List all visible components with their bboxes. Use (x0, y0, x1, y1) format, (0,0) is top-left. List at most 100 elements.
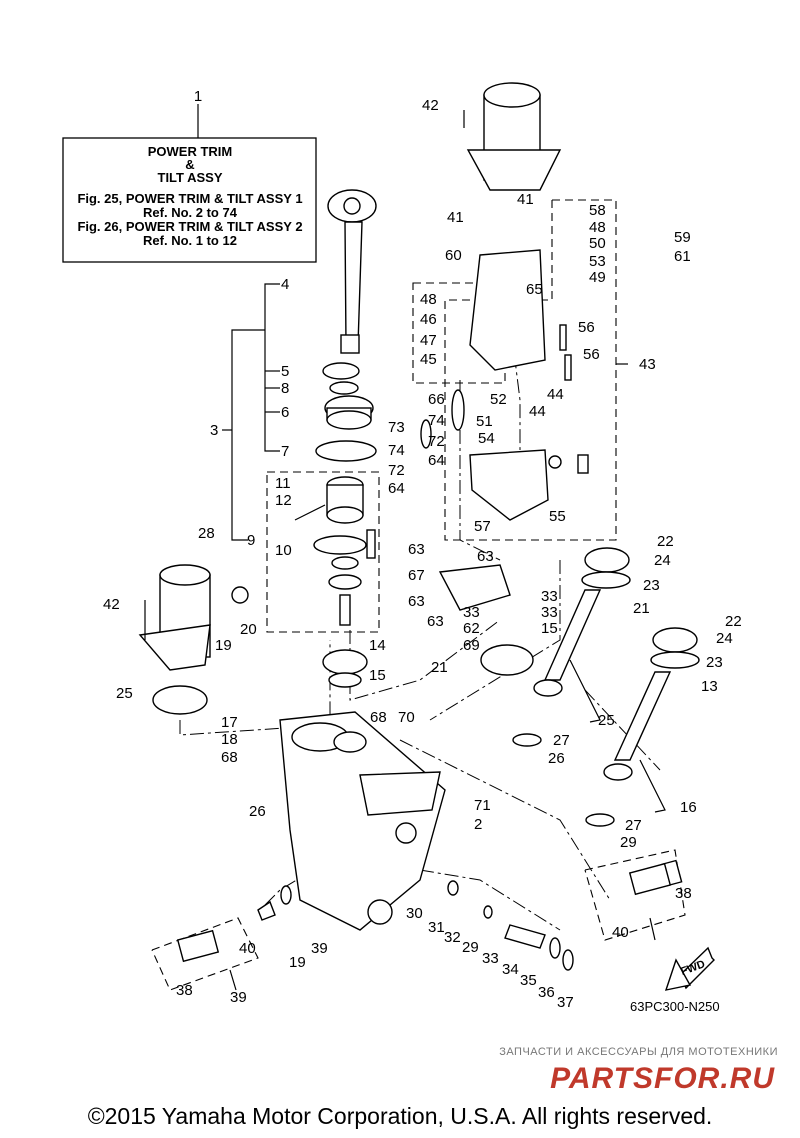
callout: 61 (674, 248, 691, 265)
part-piston-assy (294, 476, 376, 626)
diagram-code: 63PC300-N250 (630, 999, 720, 1014)
callout: 68 (221, 749, 238, 766)
callout: 48 (420, 291, 437, 308)
callout: 26 (249, 803, 266, 820)
callout: 21 (431, 659, 448, 676)
callout: 19 (215, 637, 232, 654)
callout: 32 (444, 929, 461, 946)
callout: 22 (657, 533, 674, 550)
callout: 24 (716, 630, 733, 647)
callout: 6 (281, 404, 289, 421)
callout: 46 (420, 311, 437, 328)
callout: 25 (116, 685, 133, 702)
callout: 35 (520, 972, 537, 989)
part-motor (463, 82, 562, 191)
callout: 16 (680, 799, 697, 816)
part-trim-cylinders (512, 547, 700, 827)
callout: 34 (502, 961, 519, 978)
callout: 3 (210, 422, 218, 439)
callout: 12 (275, 492, 292, 509)
callout: 66 (428, 391, 445, 408)
callout: 53 (589, 253, 606, 270)
callout: 65 (526, 281, 543, 298)
callout: 72 (428, 433, 445, 450)
title-line5: Ref. No. 2 to 74 (143, 205, 238, 220)
callout: 55 (549, 508, 566, 525)
callout: 18 (221, 731, 238, 748)
callout: 4 (281, 276, 289, 293)
title-line1: POWER TRIM (148, 144, 233, 159)
callout: 10 (275, 542, 292, 559)
callout: 14 (369, 637, 386, 654)
title-line3: TILT ASSY (158, 170, 223, 185)
callout: 15 (541, 620, 558, 637)
callout: 20 (240, 621, 257, 638)
callout: 2 (474, 816, 482, 833)
callout: 37 (557, 994, 574, 1011)
callout: 36 (538, 984, 555, 1001)
callout: 63 (477, 548, 494, 565)
title-line4: Fig. 25, POWER TRIM & TILT ASSY 1 (77, 191, 302, 206)
bracket-lines (222, 283, 666, 991)
callout: 42 (103, 596, 120, 613)
callout: 9 (247, 532, 255, 549)
callout: 27 (625, 817, 642, 834)
callout: 33 (541, 604, 558, 621)
callout: 56 (583, 346, 600, 363)
callout: 62 (463, 620, 480, 637)
part-main-housing (279, 649, 446, 931)
callout: 39 (311, 940, 328, 957)
callout: 74 (388, 442, 405, 459)
callout: 11 (275, 475, 291, 492)
callout: 39 (230, 989, 247, 1006)
callout: 63 (408, 541, 425, 558)
title-line7: Ref. No. 1 to 12 (143, 233, 237, 248)
callout: 7 (281, 443, 289, 460)
callout: 38 (675, 885, 692, 902)
callout: 29 (462, 939, 479, 956)
callout: 5 (281, 363, 289, 380)
callout: 15 (369, 667, 386, 684)
callout: 64 (428, 452, 445, 469)
callout: 28 (198, 525, 215, 542)
title-line6: Fig. 26, POWER TRIM & TILT ASSY 2 (77, 219, 302, 234)
callout: 23 (706, 654, 723, 671)
part-valves (176, 859, 683, 971)
part-tilt-rod (327, 189, 377, 354)
callout: 67 (408, 567, 425, 584)
callout: 45 (420, 351, 437, 368)
callout: 48 (589, 219, 606, 236)
callout: 33 (541, 588, 558, 605)
callout: 70 (398, 709, 415, 726)
callout: 63 (408, 593, 425, 610)
callout: 69 (463, 637, 480, 654)
callout: 38 (176, 982, 193, 999)
callout: 19 (289, 954, 306, 971)
callout: 41 (517, 191, 534, 208)
copyright-notice: ©2015 Yamaha Motor Corporation, U.S.A. A… (88, 1103, 713, 1129)
callout: 41 (447, 209, 464, 226)
callout: 21 (633, 600, 650, 617)
callout: 52 (490, 391, 507, 408)
callout: 29 (620, 834, 637, 851)
callout: 25 (598, 712, 615, 729)
title-box: POWER TRIM & TILT ASSY Fig. 25, POWER TR… (62, 104, 317, 263)
callout: 44 (529, 403, 546, 420)
callout: 47 (420, 332, 437, 349)
callout: 43 (639, 356, 656, 373)
callout: 44 (547, 386, 564, 403)
callout: 23 (643, 577, 660, 594)
callouts: 1 42 41 41 58 48 50 53 49 59 61 60 65 48… (103, 88, 742, 1011)
callout: 72 (388, 462, 405, 479)
callout: 59 (674, 229, 691, 246)
group-boxes (151, 199, 686, 991)
callout: 64 (388, 480, 405, 497)
watermark-tagline: ЗАПЧАСТИ И АКСЕССУАРЫ ДЛЯ МОТОТЕХНИКИ (499, 1046, 778, 1058)
callout-title-ref: 1 (194, 88, 202, 105)
callout: 31 (428, 919, 445, 936)
callout: 54 (478, 430, 495, 447)
fwd-arrow: FWD (664, 946, 715, 991)
callout: 24 (654, 552, 671, 569)
callout: 30 (406, 905, 423, 922)
